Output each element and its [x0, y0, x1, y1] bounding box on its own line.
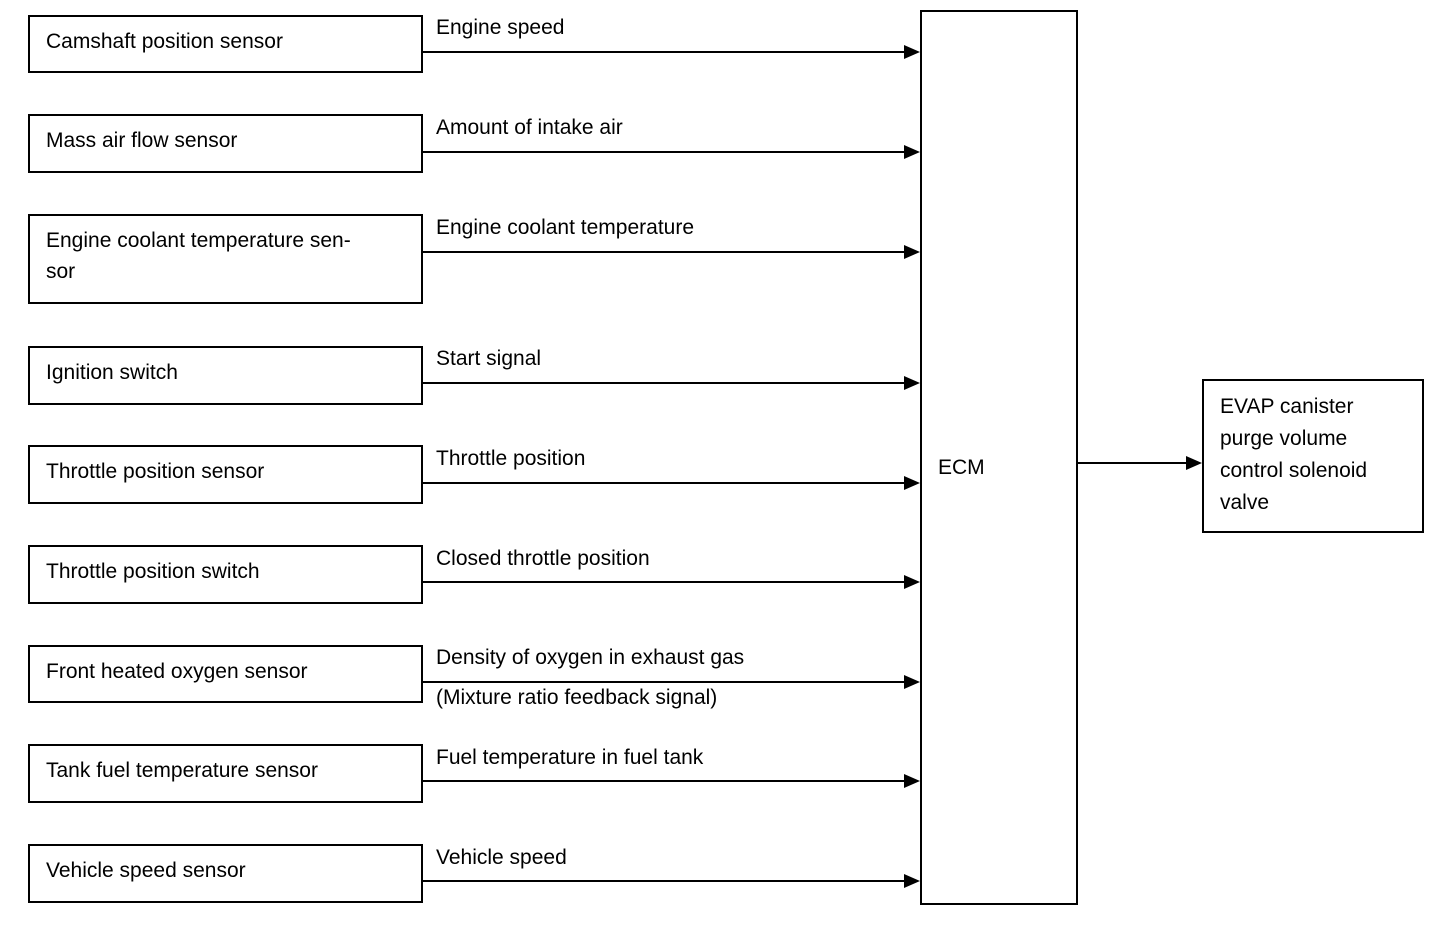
signal-line: [423, 880, 905, 882]
signal-label: Start signal: [436, 347, 542, 370]
sensor-label: Tank fuel temperature sensor: [46, 759, 318, 782]
signal-line: [423, 382, 905, 384]
signal-note: (Mixture ratio feedback signal): [436, 686, 718, 709]
sensor-label: Mass air flow sensor: [46, 129, 238, 152]
sensor-label: Engine coolant temperature sen- sor: [46, 229, 351, 283]
actuator-label: EVAP canister purge volume control solen…: [1220, 395, 1368, 514]
arrowhead-icon: [904, 874, 920, 888]
arrowhead-icon: [904, 774, 920, 788]
sensor-box-camshaft: Camshaft position sensor: [28, 15, 423, 73]
sensor-box-front-heated-oxygen: Front heated oxygen sensor: [28, 645, 423, 703]
sensor-label: Throttle position switch: [46, 560, 260, 583]
sensor-box-tank-fuel-temp: Tank fuel temperature sensor: [28, 744, 423, 803]
arrowhead-icon: [1186, 456, 1202, 470]
sensor-label: Front heated oxygen sensor: [46, 660, 308, 683]
arrowhead-icon: [904, 575, 920, 589]
arrowhead-icon: [904, 476, 920, 490]
sensor-box-vehicle-speed: Vehicle speed sensor: [28, 844, 423, 903]
sensor-box-mass-air-flow: Mass air flow sensor: [28, 114, 423, 173]
signal-label: Fuel temperature in fuel tank: [436, 746, 704, 769]
signal-line: [423, 482, 905, 484]
signal-line: [423, 780, 905, 782]
sensor-label: Camshaft position sensor: [46, 30, 283, 53]
signal-label: Throttle position: [436, 447, 586, 470]
sensor-box-throttle-position-switch: Throttle position switch: [28, 545, 423, 604]
ecm-label: ECM: [938, 456, 985, 479]
arrowhead-icon: [904, 145, 920, 159]
signal-line: [423, 151, 905, 153]
signal-label: Engine coolant temperature: [436, 216, 694, 239]
arrowhead-icon: [904, 45, 920, 59]
signal-line: [423, 581, 905, 583]
signal-line: [423, 251, 905, 253]
sensor-box-throttle-position-sensor: Throttle position sensor: [28, 445, 423, 504]
arrowhead-icon: [904, 245, 920, 259]
signal-line: [423, 51, 905, 53]
sensor-label: Vehicle speed sensor: [46, 859, 246, 882]
arrowhead-icon: [904, 376, 920, 390]
ecm-box: ECM: [920, 10, 1078, 905]
signal-label: Vehicle speed: [436, 846, 567, 869]
sensor-label: Throttle position sensor: [46, 460, 265, 483]
signal-label: Closed throttle position: [436, 547, 650, 570]
signal-label: Density of oxygen in exhaust gas: [436, 646, 745, 669]
sensor-box-ignition-switch: Ignition switch: [28, 346, 423, 405]
output-line: [1078, 462, 1188, 464]
actuator-box-evap-purge-valve: EVAP canister purge volume control solen…: [1202, 379, 1424, 533]
signal-label: Amount of intake air: [436, 116, 623, 139]
sensor-box-coolant-temp: Engine coolant temperature sen- sor: [28, 214, 423, 304]
sensor-label: Ignition switch: [46, 361, 178, 384]
signal-line: [423, 681, 905, 683]
arrowhead-icon: [904, 675, 920, 689]
signal-label: Engine speed: [436, 16, 565, 39]
